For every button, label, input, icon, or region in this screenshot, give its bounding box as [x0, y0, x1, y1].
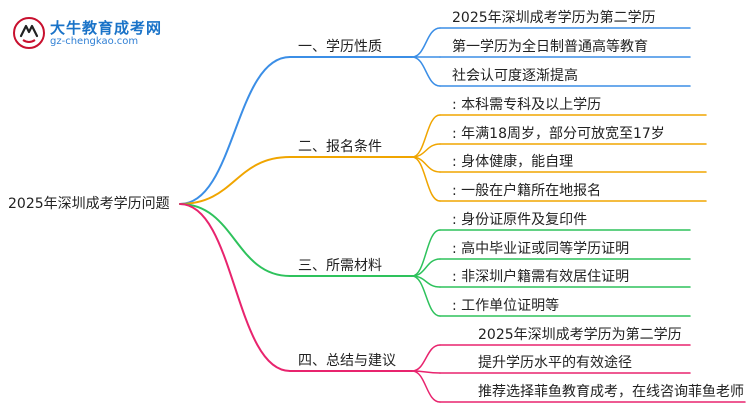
branch-to-leaf-connector — [411, 370, 441, 403]
leaf-item: : 一般在户籍所在地报名 — [452, 183, 602, 199]
branch-label-materials: 三、所需材料 — [298, 258, 382, 274]
branch-to-leaf-connector — [411, 344, 441, 372]
leaf-item: 2025年深圳成考学历为第二学历 — [452, 10, 656, 26]
mindmap-root: 2025年深圳成考学历问题 — [8, 196, 170, 212]
branch-to-leaf-connector — [411, 229, 441, 277]
leaf-item: : 非深圳户籍需有效居住证明 — [452, 269, 630, 285]
branch-label-nature: 一、学历性质 — [298, 39, 382, 55]
leaf-item: 推荐选择菲鱼教育成考，在线咨询菲鱼老师 — [478, 384, 744, 400]
leaf-item: : 工作单位证明等 — [452, 298, 560, 314]
branch-to-leaf-connector — [411, 27, 441, 58]
leaf-item: 2025年深圳成考学历为第二学历 — [478, 327, 682, 343]
branch-to-leaf-connector — [411, 156, 441, 202]
leaf-item: 社会认可度逐渐提高 — [452, 68, 578, 84]
leaf-item: : 年满18周岁，部分可放宽至17岁 — [452, 126, 665, 142]
logo-title: 大牛教育成考网 — [50, 19, 163, 37]
root-to-branch-connector — [179, 156, 291, 205]
leaf-item: : 高中毕业证或同等学历证明 — [452, 241, 630, 257]
leaf-item: : 身体健康，能自理 — [452, 154, 574, 170]
site-logo: 大牛教育成考网 gz-chengkao.com — [6, 14, 176, 54]
branch-to-leaf-connector — [411, 114, 441, 158]
leaf-item: 第一学历为全日制普通高等教育 — [452, 39, 648, 55]
leaf-item: : 本科需专科及以上学历 — [452, 97, 602, 113]
root-to-branch-connector — [179, 56, 291, 205]
leaf-item: 提升学历水平的有效途径 — [478, 355, 632, 371]
branch-to-leaf-connector — [411, 275, 441, 317]
leaf-item: : 身份证原件及复印件 — [452, 212, 588, 228]
logo-url: gz-chengkao.com — [50, 36, 139, 47]
bull-logo-icon — [13, 17, 45, 49]
branch-to-leaf-connector — [411, 56, 441, 87]
branch-label-summary: 四、总结与建议 — [298, 353, 396, 369]
root-to-branch-connector — [179, 203, 291, 372]
branch-label-requirements: 二、报名条件 — [298, 139, 382, 155]
root-to-branch-connector — [179, 203, 291, 277]
